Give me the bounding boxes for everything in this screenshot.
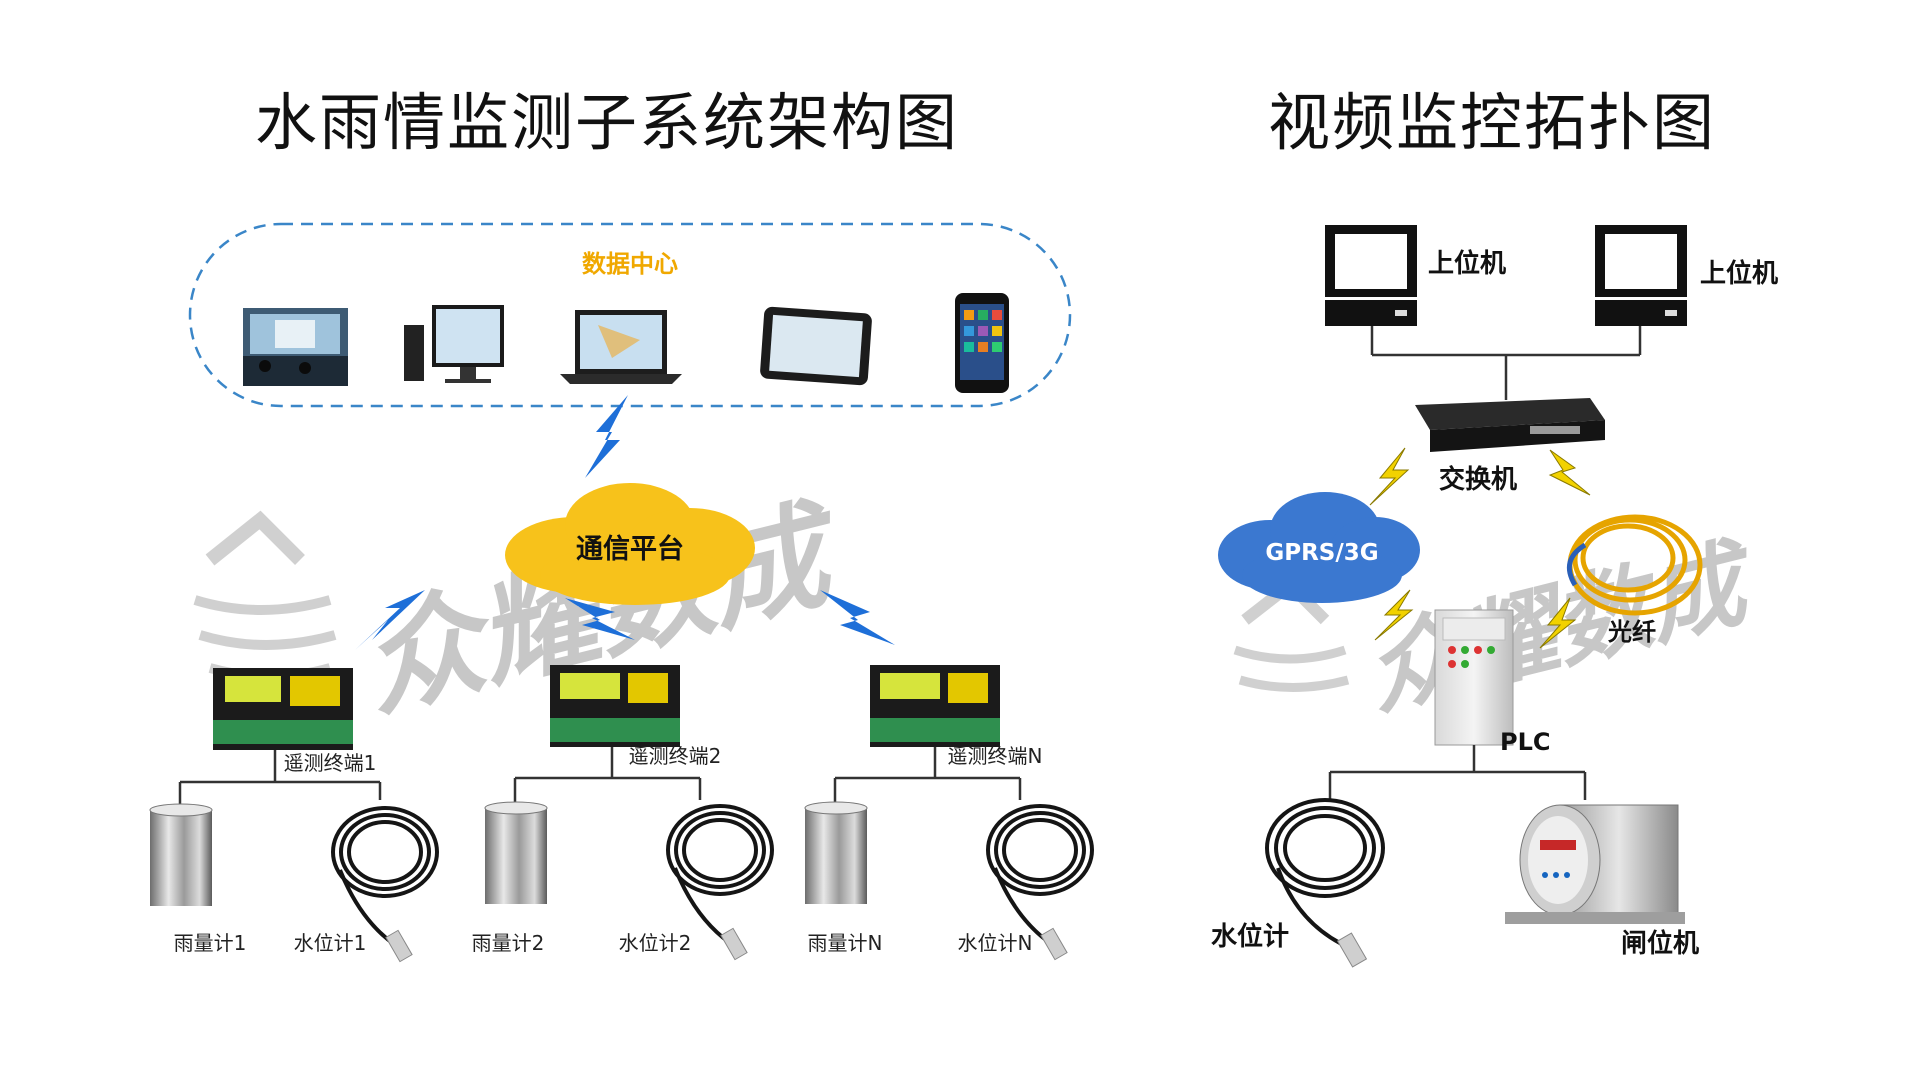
rain-gauge-1: 雨量计1 [149, 803, 247, 955]
water-level-gauge-n-label: 水位计N [958, 931, 1033, 955]
laptop-icon [560, 310, 682, 384]
wireless-bolt-icon-gprs [1374, 589, 1414, 641]
wireless-bolt-icon-3 [820, 590, 895, 645]
fiber-label: 光纤 [1607, 618, 1656, 646]
comm-platform-cloud: 通信平台 [505, 483, 755, 605]
gprs-cloud: GPRS/3G [1218, 492, 1420, 603]
plc-label: PLC [1500, 728, 1551, 756]
rain-gauge-1-label: 雨量计1 [174, 931, 247, 955]
gate-meter-icon [1505, 804, 1685, 924]
control-room-photo [243, 308, 348, 386]
plc-cabinet-icon [1434, 609, 1514, 746]
wireless-bolt-icon-switch-right [1548, 449, 1591, 496]
water-level-gauge-right [1265, 798, 1385, 968]
host-connector-lines [1370, 326, 1642, 400]
water-level-gauge-1 [331, 806, 439, 963]
network-switch-icon [1415, 398, 1605, 452]
water-level-gauge-1-label: 水位计1 [294, 931, 367, 955]
wireless-bolt-icon-fiber [1539, 597, 1577, 649]
desktop-computer-icon [404, 305, 504, 383]
wireless-bolt-icon-1 [355, 590, 425, 650]
terminal-1: 遥测终端1 [213, 668, 376, 775]
terminal-2-label: 遥测终端2 [629, 744, 722, 768]
terminal-1-label: 遥测终端1 [284, 751, 377, 775]
wireless-bolt-icon-2 [565, 598, 635, 640]
watermark-logo-icon [193, 510, 337, 682]
rain-gauge-2: 雨量计2 [472, 801, 548, 955]
data-center-label: 数据中心 [582, 250, 678, 278]
water-level-gauge-n [986, 804, 1094, 961]
data-center-boundary [188, 222, 1072, 408]
rain-gauge-n-label: 雨量计N [808, 931, 883, 955]
host-2-label: 上位机 [1700, 258, 1778, 289]
host-1-label: 上位机 [1428, 248, 1506, 279]
rain-gauge-n: 雨量计N [804, 801, 883, 955]
wireless-bolt-icon-switch-left [1369, 447, 1410, 506]
terminal-n-label: 遥测终端N [948, 744, 1043, 768]
gprs-label: GPRS/3G [1265, 540, 1378, 566]
water-level-gauge-2-label: 水位计2 [619, 931, 692, 955]
wireless-bolt-icon-top [585, 395, 628, 478]
host-computer-1-icon [1325, 225, 1417, 326]
switch-label: 交换机 [1439, 464, 1517, 495]
terminal-n: 遥测终端N [870, 665, 1042, 768]
water-level-gauge-2 [666, 804, 774, 961]
host-computer-2-icon [1595, 225, 1687, 326]
comm-platform-label: 通信平台 [576, 533, 684, 565]
right-diagram-title: 视频监控拓扑图 [1268, 86, 1717, 159]
rain-gauge-2-label: 雨量计2 [472, 931, 545, 955]
smartphone-icon [955, 293, 1009, 393]
fiber-coil-icon [1566, 514, 1703, 616]
left-diagram-title: 水雨情监测子系统架构图 [255, 86, 960, 159]
gate-meter-label: 闸位机 [1621, 928, 1699, 959]
plc-connector-lines [1328, 745, 1587, 800]
water-level-gauge-right-label: 水位计 [1211, 921, 1289, 952]
terminal-2: 遥测终端2 [550, 665, 721, 768]
tablet-icon [760, 306, 872, 386]
